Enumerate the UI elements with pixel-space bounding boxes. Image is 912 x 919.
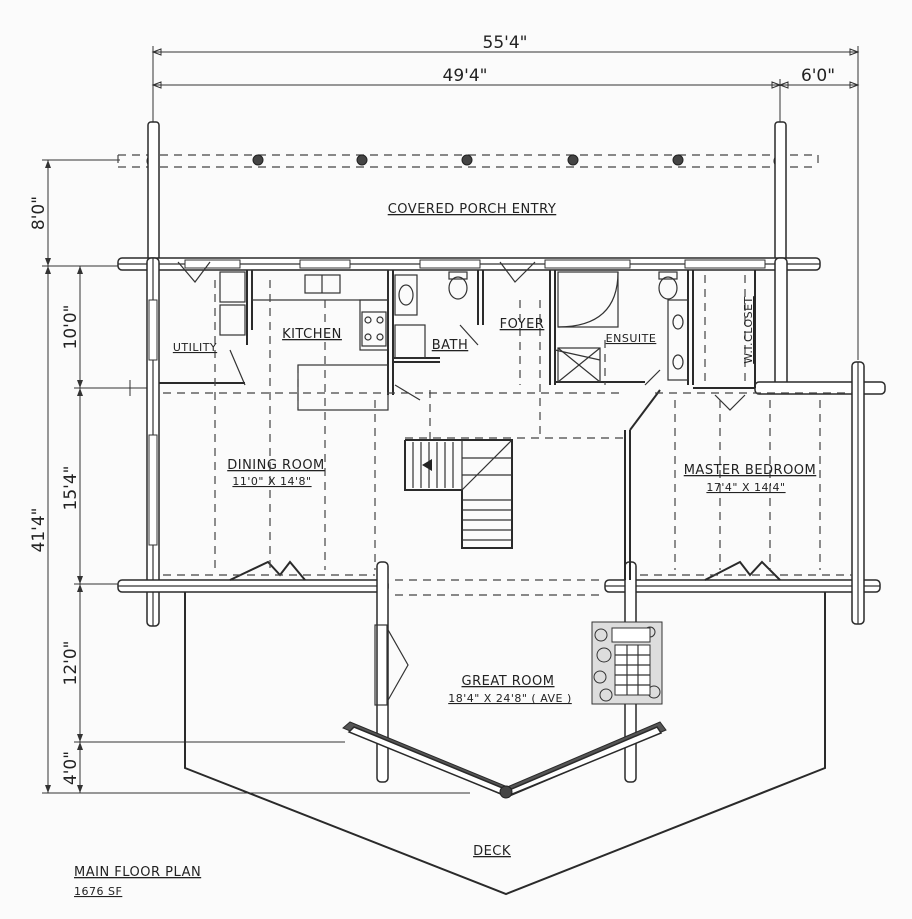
plan-title: MAIN FLOOR PLAN	[74, 865, 201, 880]
deck-outline	[184, 592, 826, 896]
foyer-label: FOYER	[500, 317, 545, 332]
covered-porch-label: COVERED PORCH ENTRY	[388, 202, 557, 217]
overall-depth-label: 41'4"	[29, 508, 49, 553]
great-room-label: GREAT ROOM	[462, 674, 555, 689]
section-two-label: 15'4"	[61, 466, 81, 511]
dining-room-size-label: 11'0" X 14'8"	[232, 475, 311, 488]
great-room-size-label: 18'4" X 24'8" ( AVE )	[448, 692, 572, 705]
bath-label: BATH	[432, 338, 469, 353]
walk-in-closet-label: W.I.CLOSET	[742, 296, 755, 364]
overhead-dashes	[163, 275, 852, 596]
dimension-labels: 55'4" 49'4" 6'0" 8'0" 10'0" 15'4" 41'4" …	[29, 33, 835, 785]
fixtures	[394, 271, 689, 383]
section-four-label: 4'0"	[61, 751, 81, 785]
master-bedroom-label: MASTER BEDROOM	[684, 463, 817, 478]
section-three-label: 12'0"	[61, 641, 81, 686]
master-bedroom-size-label: 17'4" X 14'4"	[706, 481, 785, 494]
prow-walls	[342, 721, 667, 799]
porch-extension-label: 6'0"	[801, 66, 835, 86]
interior-walls	[159, 269, 756, 580]
room-labels: COVERED PORCH ENTRY UTILITY KITCHEN BATH…	[173, 202, 816, 859]
covered-porch	[117, 121, 819, 263]
utility-label: UTILITY	[173, 341, 217, 354]
plan-caption: MAIN FLOOR PLAN 1676 SF	[74, 865, 201, 898]
dimension-lines	[42, 46, 860, 794]
overall-width-label: 55'4"	[483, 33, 528, 53]
ensuite-label: ENSUITE	[606, 332, 657, 345]
house-width-label: 49'4"	[443, 66, 488, 86]
deck-label: DECK	[473, 844, 511, 859]
kitchen-label: KITCHEN	[282, 327, 342, 342]
fireplace	[591, 621, 663, 705]
staircase	[404, 439, 513, 549]
porch-depth-label: 8'0"	[29, 196, 49, 230]
plan-area: 1676 SF	[74, 885, 122, 898]
section-one-label: 10'0"	[61, 305, 81, 350]
dining-room-label: DINING ROOM	[227, 458, 325, 473]
doors	[177, 261, 781, 706]
